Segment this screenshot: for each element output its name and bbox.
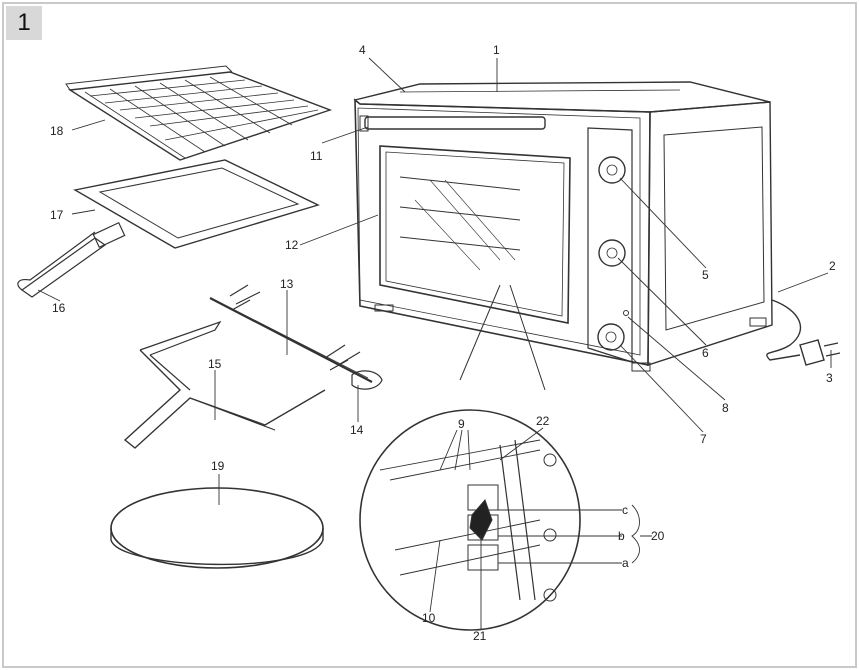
callout-21: 21 [473,629,487,643]
callout-labels: 1 4 2 3 5 6 7 8 9 10 11 12 13 14 15 16 1… [50,43,836,643]
wire-rack [65,65,333,161]
callout-8: 8 [722,401,729,415]
baking-tray [73,159,320,249]
callout-19: 19 [211,459,225,473]
tray-handle [17,221,126,298]
leader-lines [37,57,832,630]
callout-16: 16 [52,301,66,315]
callout-c: c [622,503,628,517]
callout-18: 18 [50,124,64,138]
callout-3: 3 [826,371,833,385]
callout-9: 9 [458,417,465,431]
figure-number: 1 [6,6,42,40]
callout-1: 1 [493,43,500,57]
pizza-stone [110,487,324,569]
callout-6: 6 [702,346,709,360]
callout-5: 5 [702,268,709,282]
callout-20: 20 [651,529,665,543]
callout-7: 7 [700,432,707,446]
callout-b: b [618,529,625,543]
callout-15: 15 [208,357,222,371]
callout-4: 4 [359,43,366,57]
callout-12: 12 [285,238,299,252]
oven [353,81,841,372]
callout-10: 10 [422,611,436,625]
callout-11: 11 [310,149,323,163]
callout-22: 22 [536,414,550,428]
rotisserie-spit [209,284,383,390]
callout-13: 13 [280,277,294,291]
rotisserie-handle [123,320,326,449]
callout-a: a [622,556,629,570]
callout-17: 17 [50,208,64,222]
callout-14: 14 [350,423,364,437]
zoom-inset [359,284,581,631]
callout-2: 2 [829,259,836,273]
